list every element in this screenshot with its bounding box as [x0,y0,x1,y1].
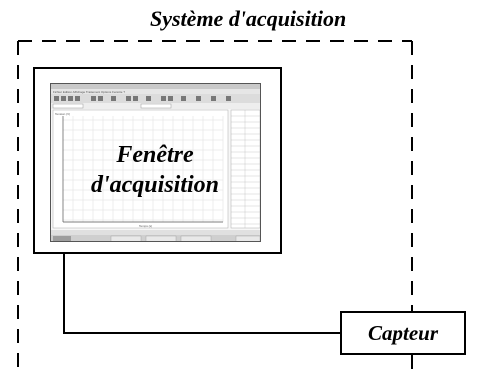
sensor-connection-line [63,254,340,334]
acquisition-system-boundary [17,40,413,377]
thumb-data-table [230,109,260,229]
thumb-menu-text: Fichier Edition Affichage Traitement Opt… [53,90,125,94]
thumb-graph-area [52,109,229,229]
thumb-status-bar [51,230,260,235]
thumb-toolbar [51,94,260,103]
sensor-label: Capteur [367,321,438,345]
thumb-menu-bar [51,89,260,94]
thumb-axes [62,116,223,223]
acquisition-window-label-line2: d'acquisition [90,172,220,198]
software-thumbnail: Fichier Edition Affichage Traitement Opt… [51,84,260,241]
acquisition-window-label-line1: Fenêtre [116,142,194,168]
thumb-ylabel: Tension (V) [55,112,70,116]
thumb-grid [63,116,224,222]
thumb-xlabel: Temps (s) [139,224,152,228]
thumb-table-lines [231,110,260,228]
acquisition-software-screenshot: Fichier Edition Affichage Traitement Opt… [50,83,261,242]
sensor-box [340,311,466,355]
system-title: Système d'acquisition [150,6,347,31]
thumb-title-bar [51,84,260,89]
acquisition-window-label: Fenêtre d'acquisition [60,140,250,200]
